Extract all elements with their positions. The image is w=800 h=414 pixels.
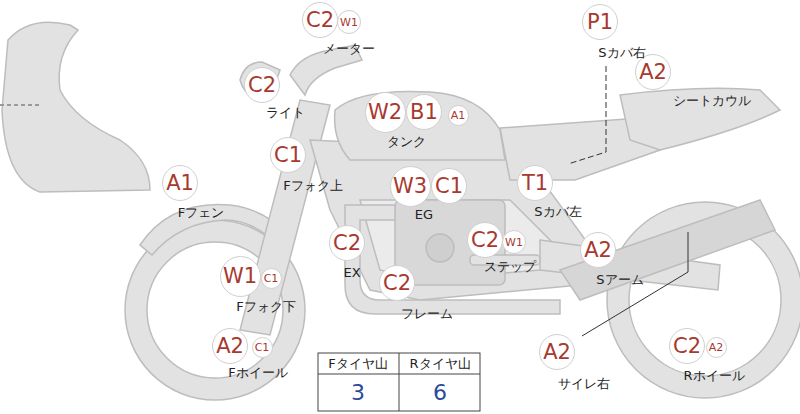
callout-code: A2 [709,342,724,353]
part-label: Rホイール [683,369,744,383]
callout-code: C1 [274,145,302,166]
callout-circle: C1 [270,137,306,173]
part-label: タンク [387,135,426,149]
callout-code: C2 [306,10,334,31]
part-label: フレーム [401,307,453,321]
callout-circle: W1 [220,256,261,297]
part-label: EX [343,266,360,280]
callout-code: C1 [435,176,463,197]
callout-circle: C1 [261,268,282,289]
callout-circle: P1 [582,4,618,40]
callout-circle: C2 [244,67,280,103]
callout-code: A2 [216,336,244,357]
callout-circle: W3 [390,166,431,207]
callout-circle: C1 [252,337,273,358]
callout-code: W1 [505,237,523,248]
callout-circle: C2 [467,222,503,258]
callout-circle: C2 [379,265,415,301]
callout-code: A2 [639,62,667,83]
callout-code: A2 [584,240,612,261]
callout-circle: T1 [517,165,553,201]
part-label: Fホイール [228,366,287,380]
callout-circle: A1 [162,165,198,201]
callout-circle: A1 [448,105,469,126]
callout-code: C2 [248,75,276,96]
table-header: Fタイヤ山 [328,357,387,371]
part-label: Sカバ右 [598,46,645,60]
table-value: 6 [433,381,447,405]
part-label: Sアーム [596,273,643,287]
part-label: ライト [266,106,305,120]
callout-circle: W2 [365,92,406,133]
callout-code: C2 [673,336,701,357]
callout-code: W1 [340,17,358,28]
tyre-table [318,353,480,411]
callout-code: B1 [410,102,438,123]
callout-code: C1 [264,273,279,284]
part-label: Fフォク下 [236,300,295,314]
callout-circle: A2 [706,337,727,358]
callout-code: W3 [393,176,427,197]
part-label: ステップ [484,260,536,274]
callout-circle: C2 [669,328,705,364]
callout-circle: C2 [302,2,338,38]
callout-code: P1 [587,12,613,33]
part-label: Fフォク上 [283,179,342,193]
callout-circle: B1 [406,94,442,130]
callout-code: C2 [471,230,499,251]
part-label: Fフェン [178,206,224,220]
callout-code: A1 [451,110,466,121]
callout-circle: A2 [580,232,616,268]
callout-circle: W1 [502,230,526,254]
callout-circle: C1 [431,168,467,204]
part-label: Sカバ左 [534,205,581,219]
callout-code: A2 [543,342,571,363]
callout-code: T1 [522,173,548,194]
table-value: 3 [351,381,365,405]
part-label: メーター [323,42,375,56]
callout-circle: A2 [539,334,575,370]
callout-code: A1 [166,173,194,194]
callout-code: C1 [255,342,270,353]
callout-code: W2 [368,102,402,123]
callout-circle: C2 [329,225,365,261]
callout-circle: W1 [337,10,361,34]
callout-code: C2 [383,273,411,294]
callout-code: W1 [223,266,257,287]
part-label: サイレ右 [558,377,610,391]
part-label: EG [415,208,433,222]
part-label: シートカウル [673,94,751,108]
callout-code: C2 [333,233,361,254]
callout-circle: A2 [212,328,248,364]
table-header: Rタイヤ山 [409,357,470,371]
